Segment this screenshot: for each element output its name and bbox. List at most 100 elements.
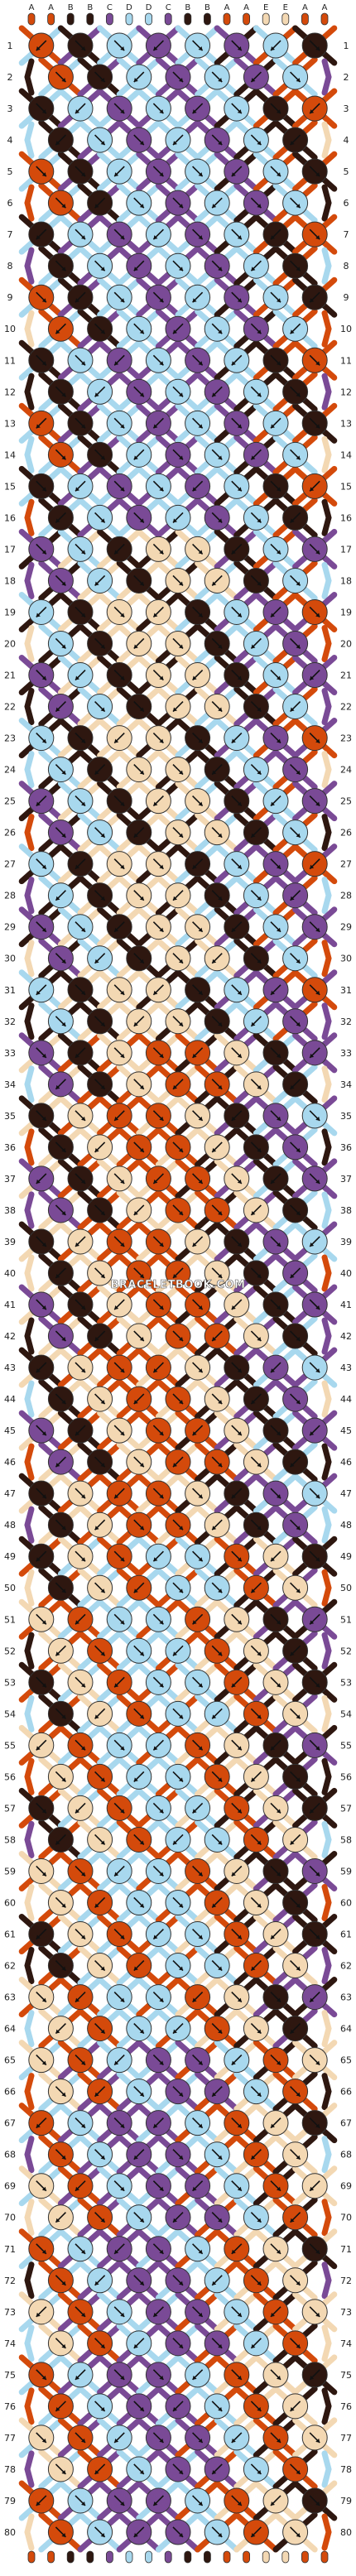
knot bbox=[165, 819, 191, 846]
knot bbox=[262, 347, 289, 373]
knot bbox=[67, 1795, 94, 1821]
knot bbox=[87, 1700, 113, 1727]
knot bbox=[126, 2330, 152, 2357]
knot bbox=[243, 567, 269, 594]
knot bbox=[28, 977, 55, 1003]
edge-strand bbox=[321, 814, 332, 852]
edge-strand bbox=[24, 121, 35, 159]
knot bbox=[126, 2141, 152, 2168]
strand-letter-top: E bbox=[283, 3, 288, 12]
row-number-right: 6 bbox=[344, 198, 349, 209]
knot bbox=[67, 158, 94, 185]
knot bbox=[185, 95, 211, 122]
knot bbox=[28, 914, 55, 940]
knot bbox=[262, 662, 289, 689]
knot bbox=[28, 1228, 55, 1255]
knot bbox=[185, 2487, 211, 2514]
knot bbox=[282, 1889, 309, 1915]
row-number-left: 65 bbox=[4, 2055, 16, 2066]
knot bbox=[224, 410, 250, 436]
knot bbox=[28, 1354, 55, 1381]
strand-start bbox=[223, 12, 231, 26]
knot bbox=[106, 598, 132, 625]
knot bbox=[224, 977, 250, 1003]
knot bbox=[224, 2110, 250, 2136]
knot bbox=[47, 882, 74, 909]
knot bbox=[243, 1511, 269, 1538]
knot bbox=[87, 2016, 113, 2042]
knot bbox=[262, 977, 289, 1003]
knot bbox=[145, 1165, 171, 1192]
knot bbox=[67, 32, 94, 59]
knot bbox=[185, 2425, 211, 2451]
row-number-right: 46 bbox=[340, 1457, 352, 1468]
knot bbox=[106, 410, 132, 436]
edge-strand bbox=[321, 1820, 332, 1858]
knot bbox=[47, 1134, 74, 1161]
knot bbox=[87, 567, 113, 594]
knot bbox=[67, 1165, 94, 1192]
knot bbox=[262, 1795, 289, 1821]
knot bbox=[224, 2236, 250, 2262]
knot bbox=[301, 536, 328, 562]
edge-strand bbox=[24, 1254, 35, 1292]
knot bbox=[67, 2173, 94, 2199]
row-number-left: 75 bbox=[4, 2370, 16, 2381]
knot bbox=[262, 410, 289, 436]
knot bbox=[185, 788, 211, 815]
knot bbox=[67, 2487, 94, 2514]
knot bbox=[126, 378, 152, 405]
knot bbox=[243, 190, 269, 216]
row-number-right: 4 bbox=[344, 135, 349, 146]
knot bbox=[262, 1732, 289, 1758]
knot bbox=[282, 1134, 309, 1161]
knot bbox=[67, 1921, 94, 1948]
row-number-right: 49 bbox=[340, 1551, 352, 1562]
knot bbox=[47, 2456, 74, 2482]
knot bbox=[243, 630, 269, 656]
row-number-left: 20 bbox=[4, 638, 16, 649]
knot bbox=[126, 1889, 152, 1915]
knot bbox=[204, 2267, 230, 2294]
edge-strand bbox=[321, 2324, 332, 2362]
row-number-right: 8 bbox=[344, 261, 349, 272]
row-number-right: 75 bbox=[340, 2370, 352, 2381]
knot bbox=[47, 2204, 74, 2231]
row-number-right: 47 bbox=[340, 1488, 352, 1499]
knot bbox=[67, 914, 94, 940]
knot bbox=[47, 2079, 74, 2105]
strand-start bbox=[27, 12, 36, 26]
knot bbox=[185, 284, 211, 310]
knot bbox=[165, 1574, 191, 1601]
knot bbox=[282, 1197, 309, 1223]
knot bbox=[282, 630, 309, 656]
knot bbox=[165, 2456, 191, 2482]
edge-strand bbox=[24, 2387, 35, 2425]
knot bbox=[67, 1606, 94, 1632]
knot bbox=[243, 1637, 269, 1664]
row-number-left: 3 bbox=[7, 103, 13, 114]
knot bbox=[67, 662, 94, 689]
knot bbox=[106, 2236, 132, 2262]
knot bbox=[145, 851, 171, 877]
knot bbox=[243, 1700, 269, 1727]
edge-strand bbox=[321, 2387, 332, 2425]
knot bbox=[301, 32, 328, 59]
row-number-right: 14 bbox=[340, 449, 352, 460]
knot bbox=[67, 2362, 94, 2388]
knot bbox=[165, 2141, 191, 2168]
edge-strand bbox=[24, 1883, 35, 1921]
row-number-right: 35 bbox=[340, 1111, 352, 1122]
edge-strand bbox=[24, 877, 35, 915]
knot bbox=[185, 1480, 211, 1507]
row-number-left: 64 bbox=[4, 2024, 16, 2035]
edge-strand bbox=[24, 2513, 35, 2551]
knot bbox=[87, 1826, 113, 1853]
row-number-right: 80 bbox=[340, 2527, 352, 2538]
knot bbox=[106, 1480, 132, 1507]
knot bbox=[145, 788, 171, 815]
knot bbox=[145, 95, 171, 122]
edge-strand bbox=[321, 1254, 332, 1292]
knot bbox=[282, 1511, 309, 1538]
strand-letter-top: B bbox=[185, 3, 190, 12]
